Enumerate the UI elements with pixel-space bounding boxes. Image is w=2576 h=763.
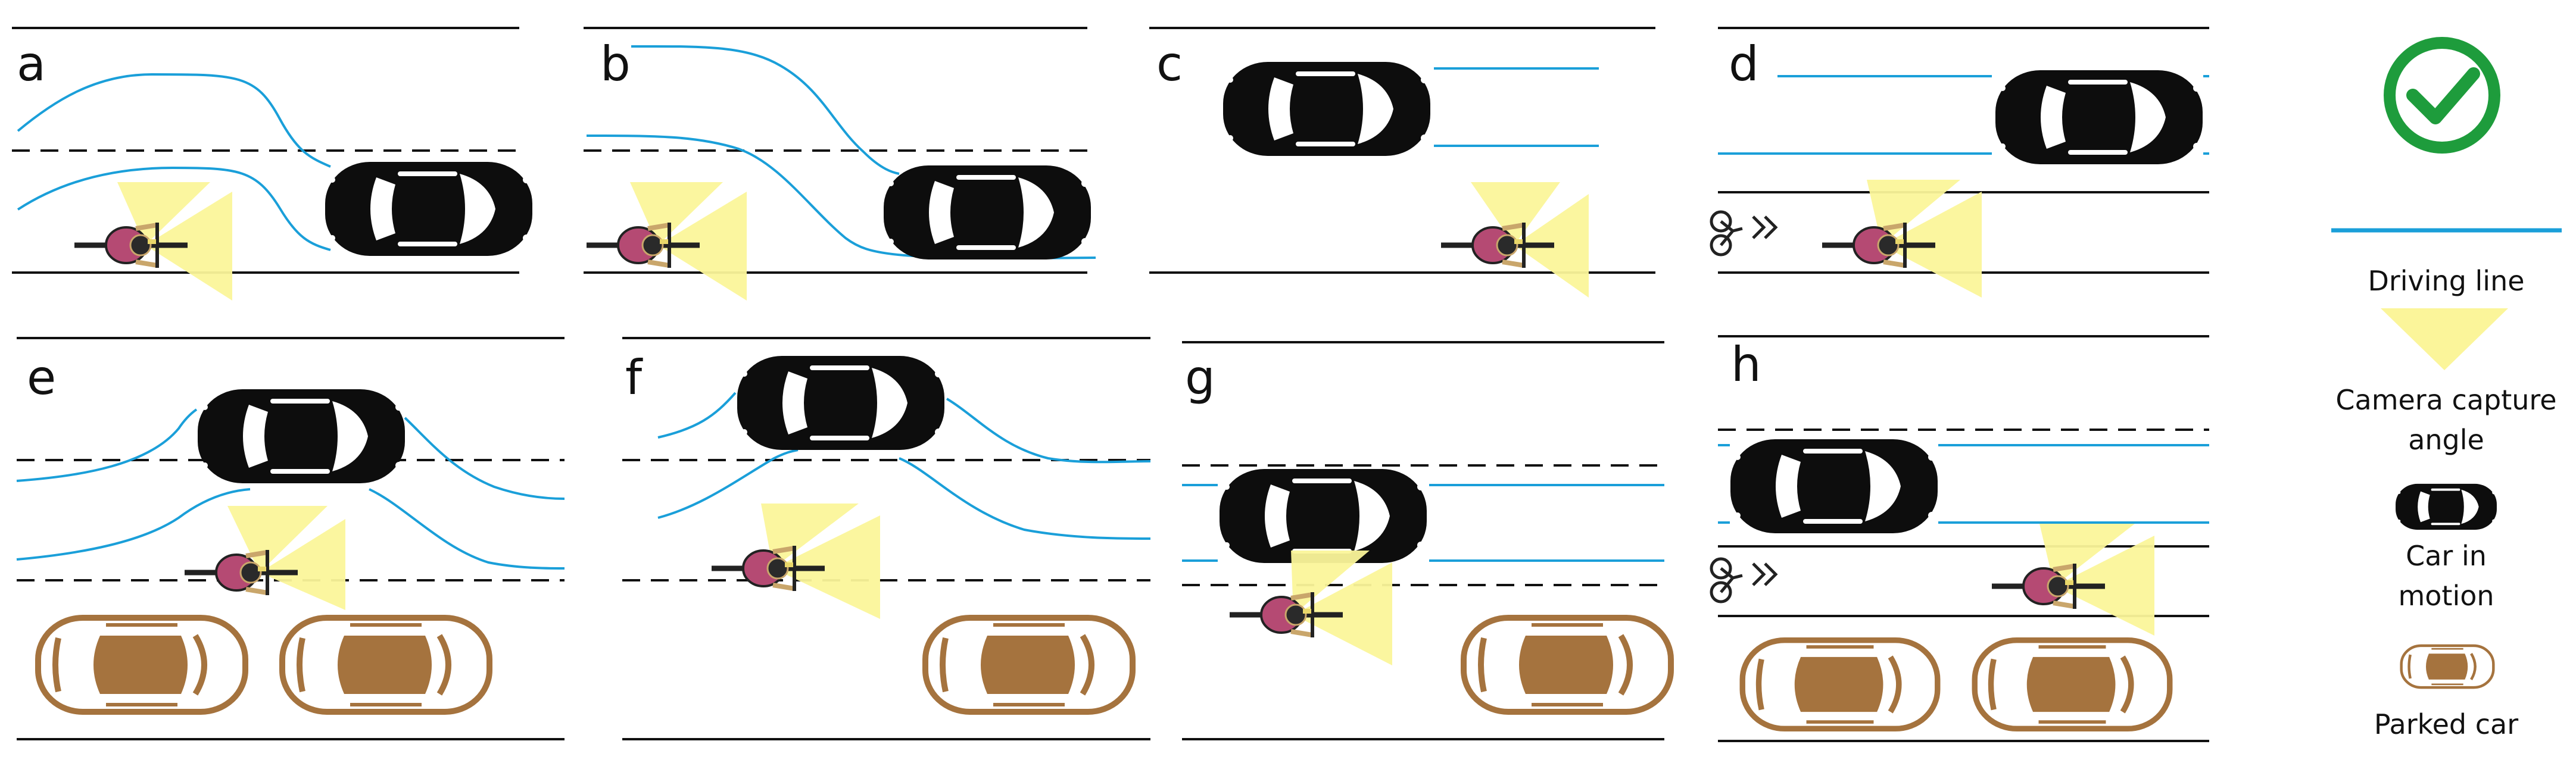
cyclist-icon — [185, 550, 298, 595]
car-in-motion-icon — [737, 356, 944, 450]
panel-label: b — [600, 36, 631, 92]
car-in-motion-icon — [1730, 439, 1938, 533]
legend-moving-line1: Car in — [2406, 540, 2487, 572]
driving-line — [16, 408, 198, 482]
car-in-motion-icon — [325, 162, 532, 256]
legend-camera-line1: Camera capture — [2335, 384, 2556, 416]
driving-line — [369, 488, 565, 570]
cyclist-icon — [587, 223, 700, 268]
panel-label: f — [625, 350, 643, 405]
bike-lane-icon — [1711, 212, 1776, 255]
driving-line — [657, 392, 737, 439]
car-in-motion-icon — [2396, 483, 2497, 530]
driving-line — [404, 417, 565, 500]
camera-cone-icon — [2039, 524, 2135, 586]
panel-label: e — [27, 350, 56, 405]
parked-car-icon — [2402, 646, 2494, 687]
panel-b: b — [584, 27, 1096, 301]
panel-d: d — [1711, 27, 2209, 298]
parked-car-icon — [1464, 618, 1671, 712]
camera-cone-icon — [658, 192, 747, 301]
panel-e: e — [16, 337, 565, 740]
camera-cone-icon — [260, 519, 345, 610]
legend: Driving line Camera capture angle Car in… — [2331, 37, 2562, 740]
legend-camera-line2: angle — [2408, 424, 2484, 456]
car-in-motion-icon — [1223, 62, 1430, 156]
legend-driving-line: Driving line — [2368, 265, 2524, 297]
parked-car-icon — [925, 618, 1133, 712]
legend-parked-car: Parked car — [2374, 708, 2518, 740]
camera-cone-icon — [761, 504, 859, 568]
panel-c: c — [1149, 27, 1655, 298]
legend-moving-line2: motion — [2398, 580, 2494, 612]
driving-line — [631, 45, 900, 175]
car-in-motion-icon — [1995, 70, 2203, 164]
panel-a: a — [12, 27, 532, 301]
car-in-motion-icon — [1220, 469, 1427, 563]
check-circle-icon — [2384, 37, 2500, 154]
driving-line — [17, 73, 331, 168]
driving-line — [16, 488, 251, 561]
panel-label: d — [1729, 36, 1759, 92]
camera-cone-icon — [145, 192, 232, 301]
driving-line — [899, 457, 1151, 540]
camera-cone-legend-swatch — [2381, 308, 2508, 370]
camera-cone-icon — [1471, 182, 1560, 245]
panel-label: c — [1156, 36, 1183, 92]
car-in-motion-icon — [198, 389, 405, 483]
panel-label: g — [1185, 350, 1215, 405]
parked-car-icon — [282, 618, 489, 712]
bike-lane-icon — [1711, 559, 1776, 602]
camera-cone-icon — [773, 515, 880, 619]
panel-label: h — [1731, 337, 1761, 392]
panel-f: f — [622, 337, 1151, 740]
driving-line — [946, 398, 1151, 464]
parked-car-icon — [1742, 640, 1938, 729]
panel-g: g — [1182, 341, 1671, 740]
panel-label: a — [17, 36, 46, 92]
parked-car-icon — [1975, 640, 2170, 729]
panel-h: h — [1711, 335, 2209, 742]
car-in-motion-icon — [884, 165, 1091, 259]
driving-line — [17, 166, 331, 251]
parked-car-icon — [38, 618, 245, 712]
driving-line — [657, 449, 799, 519]
